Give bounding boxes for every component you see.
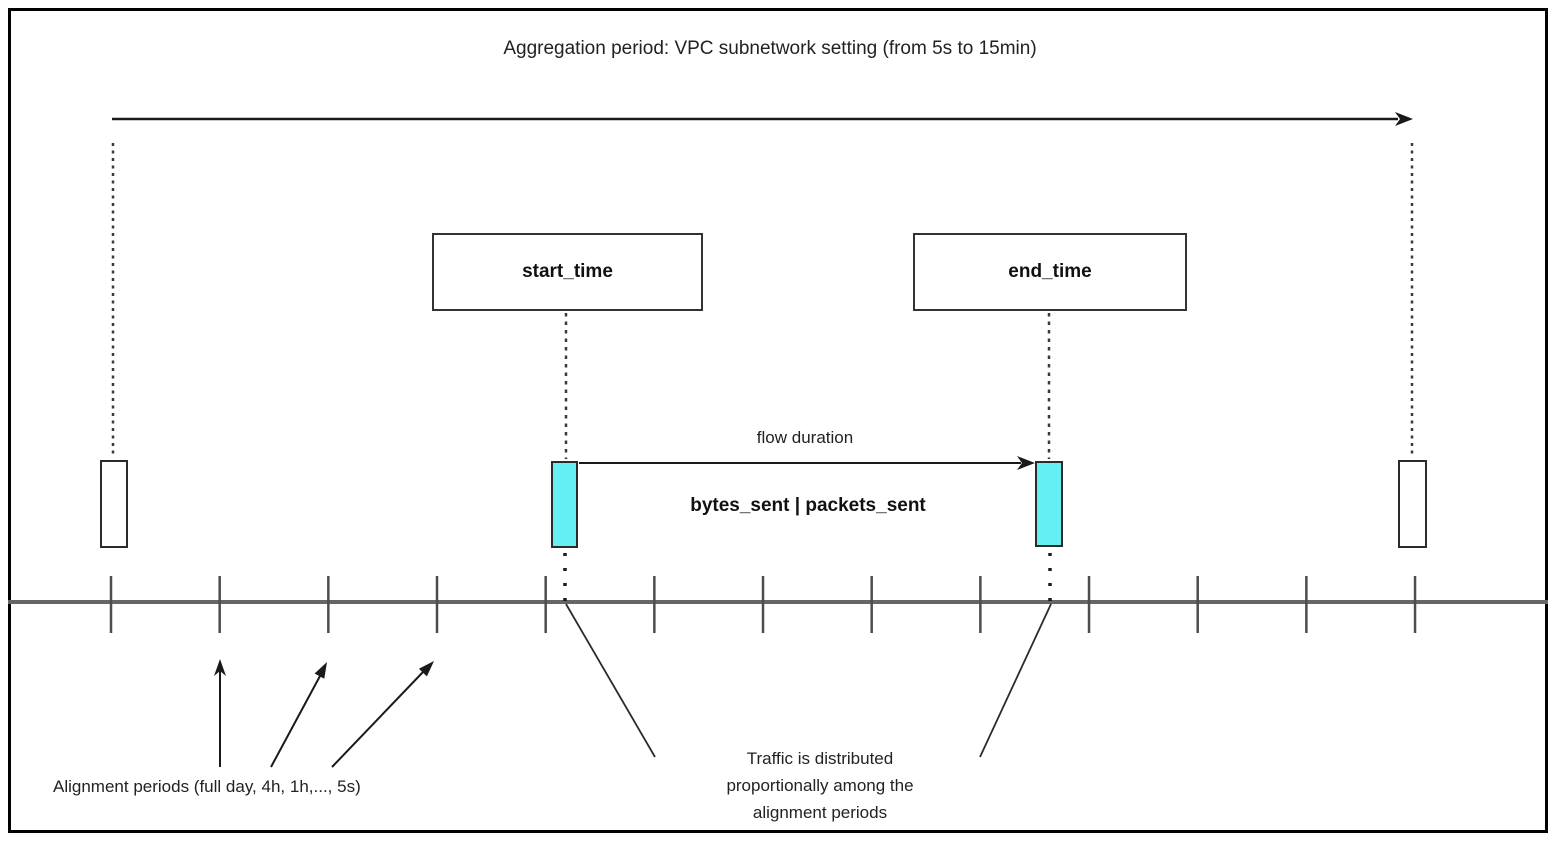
- aggregation-window-end-marker: [1398, 460, 1427, 548]
- traffic-note-line-2: proportionally among the: [726, 776, 914, 795]
- end-time-label: end_time: [1008, 261, 1092, 282]
- alignment-periods-label: Alignment periods (full day, 4h, 1h,...,…: [53, 777, 361, 796]
- end-time-box: end_time: [913, 233, 1187, 311]
- start-time-box: start_time: [432, 233, 703, 311]
- alignment-arrow-2-line: [270, 675, 321, 768]
- traffic-note-left-leader-line: [565, 603, 656, 758]
- alignment-arrow-2-head-icon: [314, 662, 327, 679]
- timeline-ticks: [109, 576, 1417, 633]
- diagram-title: Aggregation period: VPC subnetwork setti…: [503, 38, 1037, 59]
- traffic-note-line-1: Traffic is distributed: [746, 749, 894, 768]
- aggregation-period-arrowhead-icon: [1395, 112, 1413, 126]
- flow-end-marker: [1035, 461, 1063, 547]
- diagram-border: [8, 8, 1548, 833]
- flow-duration-arrowhead-icon: [1017, 456, 1035, 470]
- alignment-arrow-3-line: [331, 671, 424, 768]
- traffic-note-right-leader-line: [979, 603, 1052, 758]
- flow-duration-label: flow duration: [756, 428, 854, 447]
- traffic-note-line-3: alignment periods: [752, 803, 888, 822]
- flow-metrics-label: bytes_sent | packets_sent: [690, 495, 926, 516]
- alignment-arrow-3-head-icon: [418, 661, 434, 677]
- alignment-arrow-1-head-icon: [214, 659, 226, 676]
- traffic-distribution-note: Traffic is distributed proportionally am…: [620, 745, 1020, 826]
- start-time-label: start_time: [522, 261, 613, 282]
- flow-start-marker: [551, 461, 578, 548]
- aggregation-window-start-marker: [100, 460, 128, 548]
